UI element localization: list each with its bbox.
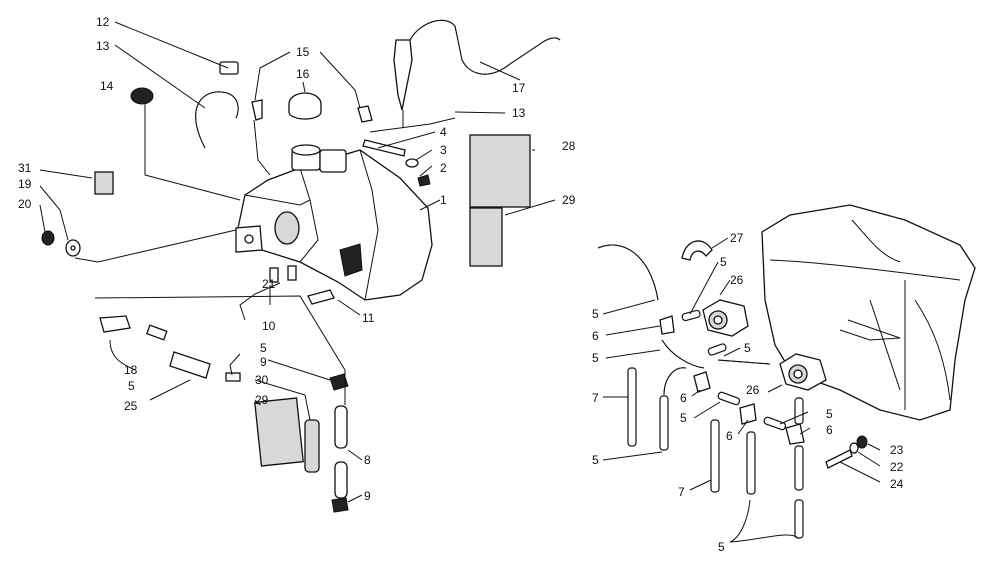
callout-5-r3: 5: [592, 351, 599, 365]
callout-27: 27: [730, 231, 744, 245]
callout-5-r6: 5: [826, 407, 833, 421]
callout-19: 19: [18, 177, 32, 191]
oil-tank-assembly: [39, 19, 561, 513]
callout-6-r1: 6: [592, 329, 599, 343]
foam-pad-28: [469, 134, 531, 208]
callout-9-bottom: 9: [364, 489, 371, 503]
callout-18: 18: [124, 363, 138, 377]
callout-6-r2: 6: [680, 391, 687, 405]
callout-5-left: 5: [128, 379, 135, 393]
callout-6-r4: 6: [826, 423, 833, 437]
callout-5-r2: 5: [592, 307, 599, 321]
callout-5-r4: 5: [744, 341, 751, 355]
callout-29: 29: [562, 193, 576, 207]
callout-29-bottom: 29: [255, 393, 269, 407]
callout-13: 13: [96, 39, 110, 53]
callout-17: 17: [512, 81, 526, 95]
callout-28: 28: [562, 139, 576, 153]
callout-21: 21: [262, 277, 276, 291]
callout-10: 10: [262, 319, 276, 333]
oil-level-sender: [393, 39, 413, 111]
callout-5-bottom: 5: [718, 540, 725, 554]
callout-14: 14: [100, 79, 114, 93]
callout-20: 20: [18, 197, 32, 211]
callout-16: 16: [296, 67, 310, 81]
callout-13-right: 13: [512, 106, 526, 120]
callout-11: 11: [362, 311, 375, 325]
callout-6-r3: 6: [726, 429, 733, 443]
callout-12: 12: [96, 15, 110, 29]
callout-23: 23: [890, 443, 904, 457]
callout-26-upper: 26: [730, 273, 744, 287]
vent-cap: [130, 87, 154, 105]
callout-26-lower: 26: [746, 383, 760, 397]
oil-pump-assembly: [597, 204, 976, 543]
callout-labels: 12 13 14 15 16 17 13 4 3 2 1 28 29 31 19…: [18, 15, 904, 554]
callout-7-r2: 7: [678, 485, 685, 499]
callout-24: 24: [890, 477, 904, 491]
foam-pad-29: [469, 207, 503, 267]
callout-25: 25: [124, 399, 138, 413]
callout-22: 22: [890, 460, 904, 474]
engine-housing: [761, 204, 976, 421]
callout-4: 4: [440, 125, 447, 139]
callout-8: 8: [364, 453, 371, 467]
callout-9: 9: [260, 355, 267, 369]
callout-2: 2: [440, 161, 447, 175]
callout-5-r1: 5: [720, 255, 727, 269]
callout-3: 3: [440, 143, 447, 157]
callout-5-r5: 5: [680, 411, 687, 425]
callout-31: 31: [18, 161, 32, 175]
oil-pump-lower: [779, 353, 827, 391]
callout-7-r1: 7: [592, 391, 599, 405]
callout-15: 15: [296, 45, 310, 59]
callout-30: 30: [255, 373, 269, 387]
oil-pump-upper: [702, 299, 749, 337]
callout-1: 1: [440, 193, 447, 207]
callout-5-r7: 5: [592, 453, 599, 467]
callout-5: 5: [260, 341, 267, 355]
vent-hose: [195, 91, 239, 149]
